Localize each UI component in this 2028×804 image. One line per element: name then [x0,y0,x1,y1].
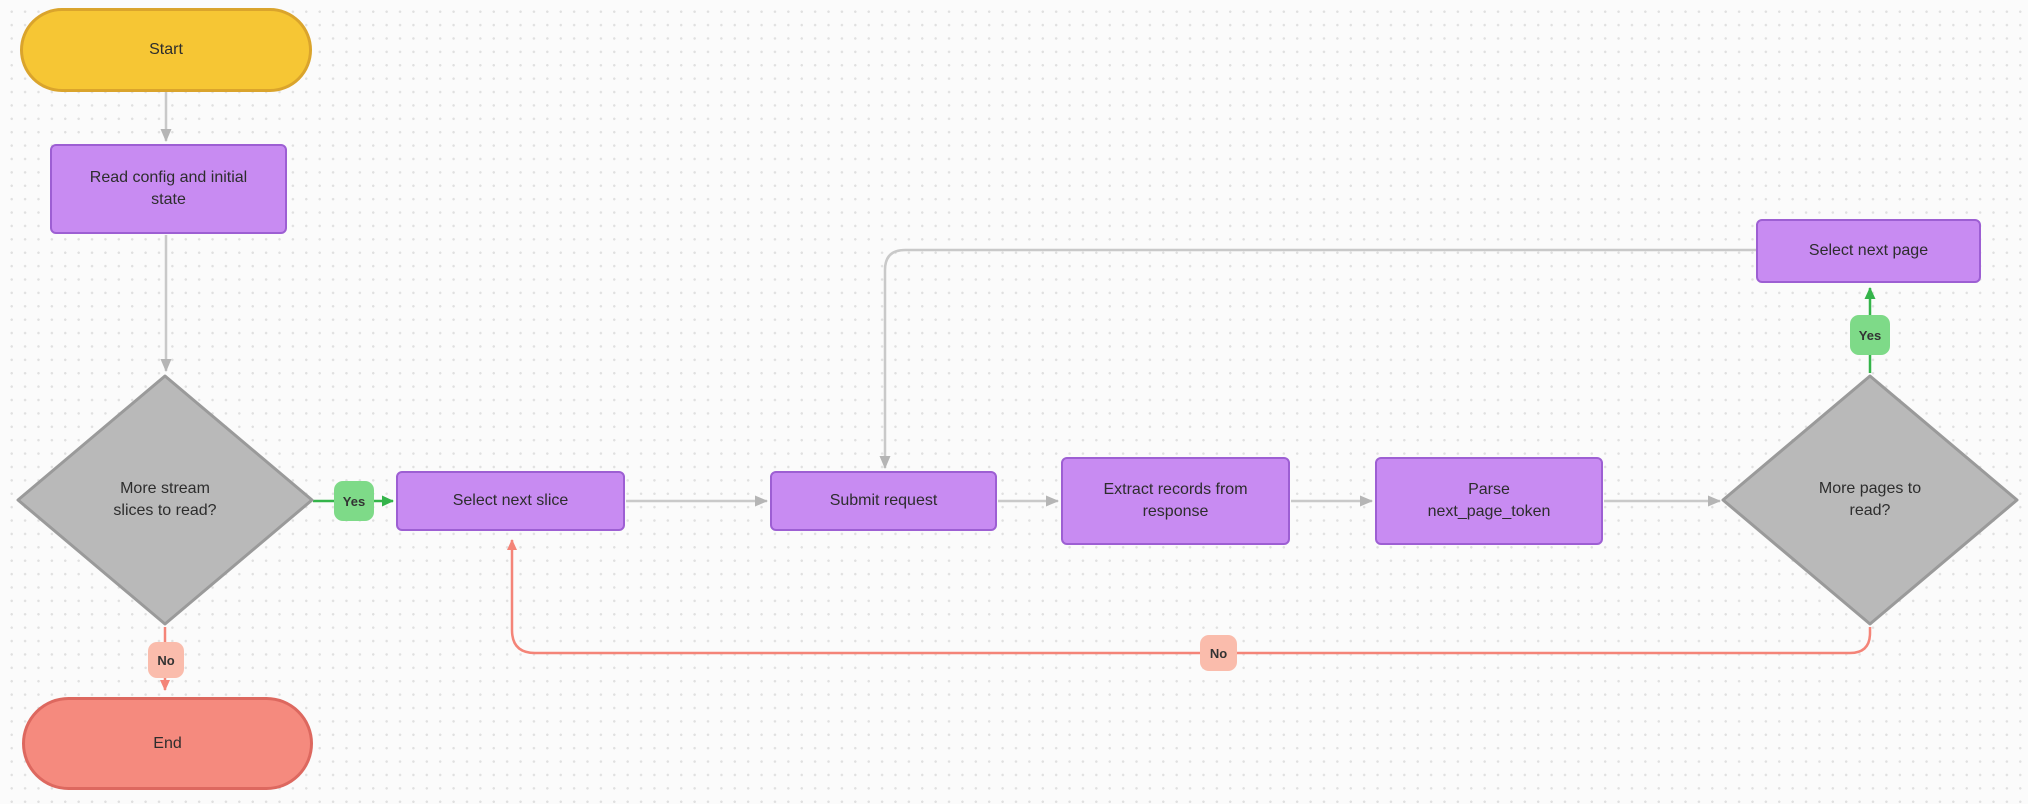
node-parse-next-page-token: Parse next_page_token [1375,457,1603,545]
edge-label-text: No [157,652,175,668]
edge-label-no-more-slices: No [148,642,184,678]
edge-label-no-more-pages: No [1200,635,1237,671]
decision-more-pages-label: More pages to read? [1750,450,1990,550]
decision-more-stream-slices [16,374,314,626]
node-label: Start [149,41,183,59]
node-label: Extract records from [1103,481,1248,499]
edge-label-yes-more-slices: Yes [334,481,374,521]
node-select-next-page: Select next page [1756,219,1981,283]
edge-more-pages-no [507,539,1872,655]
edge-label-text: No [1209,645,1228,661]
node-label: Select next page [1808,242,1929,260]
node-select-next-slice: Select next slice [396,471,625,531]
node-label: Select next slice [452,492,569,510]
node-label: More pages to [1818,480,1922,498]
node-label: Read config and initial [89,169,248,187]
node-label: More stream [120,480,210,498]
node-label: state [151,191,186,208]
decision-more-pages [1721,374,2019,626]
node-label: next_page_token [1427,503,1551,520]
edge-label-text: Yes [1858,327,1882,343]
node-label: slices to read? [113,502,217,519]
decision-more-stream-slices-label: More stream slices to read? [45,450,285,550]
node-start: Start [20,8,312,92]
node-label: Submit request [829,492,938,510]
node-end: End [22,697,313,790]
edge-label-text: Yes [342,493,366,509]
node-label: End [153,734,182,752]
edge-select-page-to-submit [879,248,1756,469]
node-label: response [1142,503,1209,520]
node-submit-request: Submit request [770,471,997,531]
node-read-config: Read config and initial state [50,144,287,234]
node-extract-records: Extract records from response [1061,457,1290,545]
node-label: read? [1849,502,1891,519]
edge-label-yes-more-pages: Yes [1850,315,1890,355]
node-label: Parse [1468,481,1510,499]
